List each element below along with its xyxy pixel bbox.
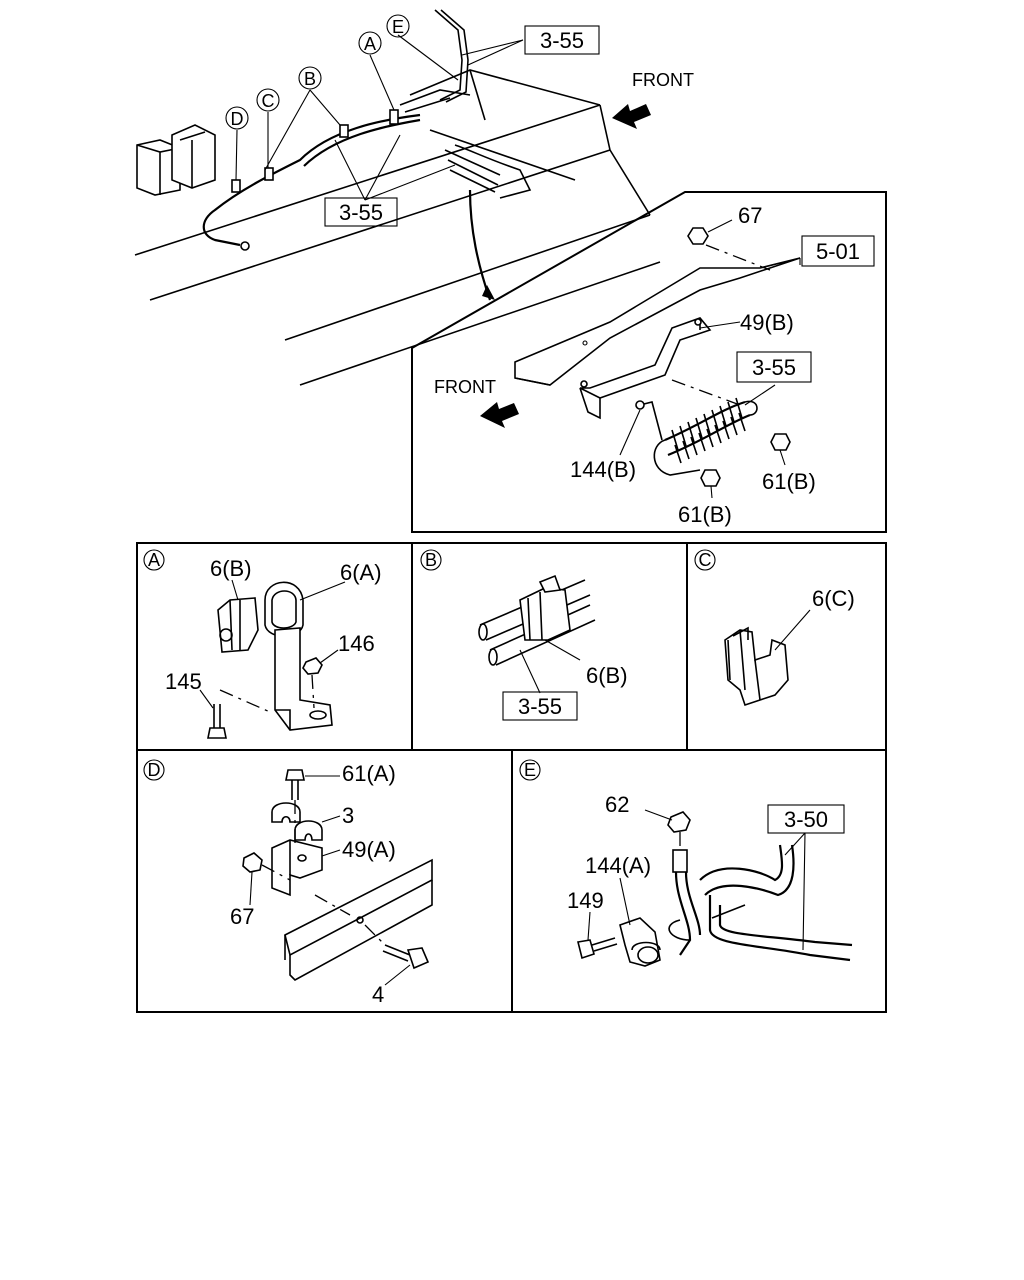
callout-label: C (262, 91, 275, 111)
callout-A[interactable]: A (358, 31, 382, 55)
detail-b-letter: B (420, 549, 442, 571)
callout-B[interactable]: B (298, 66, 322, 90)
callout-D[interactable]: D (225, 106, 249, 130)
svg-text:A: A (148, 550, 160, 570)
svg-text:D: D (148, 760, 161, 780)
ref-label: 3-50 (784, 807, 828, 832)
detail-e-drawing (577, 809, 853, 967)
callout-label: B (304, 69, 316, 89)
detail-grid (136, 542, 887, 1013)
detail-a-letter: A (143, 549, 165, 571)
callout-label: E (392, 17, 404, 37)
detail-b-drawing (478, 574, 596, 694)
ref-box-3-50[interactable]: 3-50 (767, 804, 845, 834)
ref-box-3-55-b[interactable]: 3-55 (502, 691, 578, 721)
part-label-144b[interactable]: 144(B) (570, 457, 636, 482)
part-label-6a[interactable]: 6(A) (340, 560, 382, 585)
ref-label: 5-01 (816, 239, 860, 264)
ref-label: 3-55 (540, 28, 584, 53)
detail-a-drawing (199, 579, 346, 739)
detail-d-letter: D (143, 759, 165, 781)
part-label-4[interactable]: 4 (372, 982, 384, 1007)
inset-drawing (480, 219, 801, 499)
part-label-146[interactable]: 146 (338, 631, 375, 656)
detail-d-drawing (242, 769, 433, 986)
detail-c-letter: C (694, 549, 716, 571)
overview-drawing (134, 9, 661, 386)
svg-text:B: B (425, 550, 437, 570)
callout-C[interactable]: C (256, 88, 280, 112)
svg-text:C: C (699, 550, 712, 570)
inset-front-label: FRONT (434, 377, 496, 397)
part-label-6b-b[interactable]: 6(B) (586, 663, 628, 688)
part-label-6b[interactable]: 6(B) (210, 556, 252, 581)
ref-box-3-55-inset[interactable]: 3-55 (736, 351, 812, 383)
part-label-61b-bottom[interactable]: 61(B) (678, 502, 732, 527)
part-label-144a[interactable]: 144(A) (585, 853, 651, 878)
part-label-67[interactable]: 67 (738, 203, 762, 228)
part-label-3[interactable]: 3 (342, 803, 354, 828)
svg-text:E: E (524, 760, 536, 780)
part-label-6c[interactable]: 6(C) (812, 586, 855, 611)
part-label-145[interactable]: 145 (165, 669, 202, 694)
detail-c-drawing (724, 609, 811, 707)
callout-E[interactable]: E (386, 14, 410, 38)
part-label-67-d[interactable]: 67 (230, 904, 254, 929)
ref-box-3-55-top[interactable]: 3-55 (524, 25, 600, 55)
inset-frame (411, 191, 887, 533)
ref-label: 3-55 (752, 355, 796, 380)
front-direction-label: FRONT (632, 70, 694, 90)
callout-label: D (231, 109, 244, 129)
detail-e-letter: E (519, 759, 541, 781)
callout-label: A (364, 34, 376, 54)
part-label-49a[interactable]: 49(A) (342, 837, 396, 862)
ref-label: 3-55 (339, 200, 383, 225)
ref-label: 3-55 (518, 694, 562, 719)
part-label-61a[interactable]: 61(A) (342, 761, 396, 786)
ref-box-5-01[interactable]: 5-01 (801, 235, 875, 267)
part-label-61b-right[interactable]: 61(B) (762, 469, 816, 494)
part-label-62[interactable]: 62 (605, 792, 629, 817)
part-label-149[interactable]: 149 (567, 888, 604, 913)
part-label-49b[interactable]: 49(B) (740, 310, 794, 335)
ref-box-3-55-mid[interactable]: 3-55 (324, 197, 398, 227)
